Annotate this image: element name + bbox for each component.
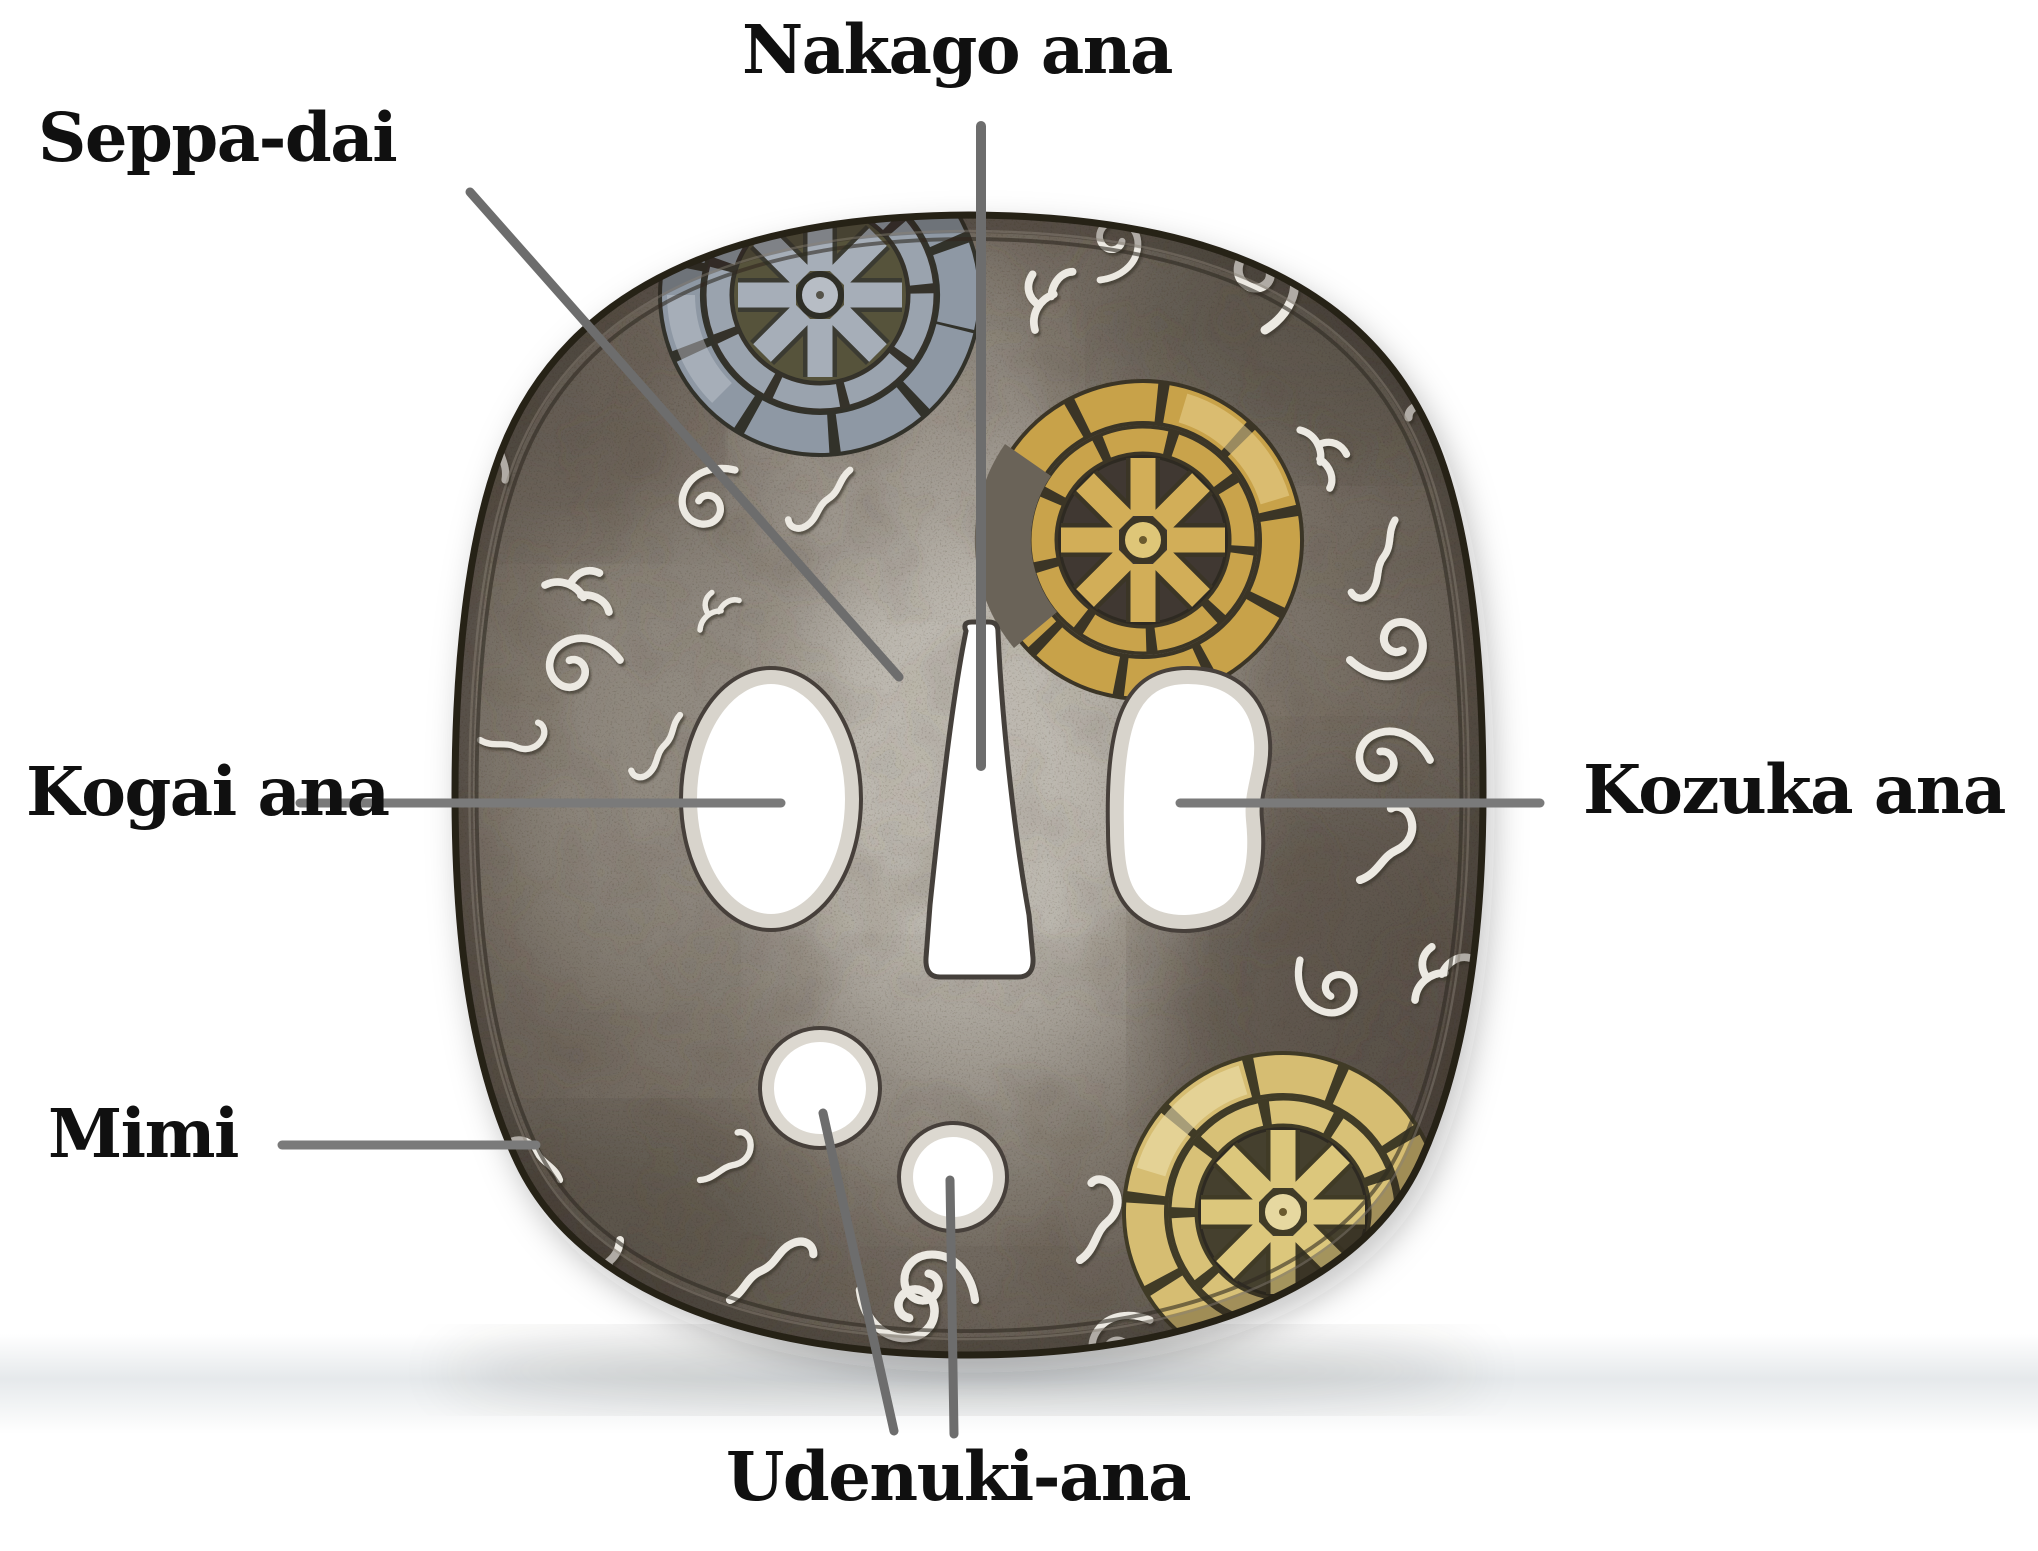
- label-kogai-ana: Kogai ana: [26, 752, 390, 831]
- nakago-ana-hole: [923, 619, 1036, 980]
- kozuka-ana-hole: [1105, 665, 1273, 933]
- label-seppa-dai: Seppa-dai: [38, 98, 398, 177]
- leader-seppa-dai-line: [465, 187, 904, 682]
- leader-udenuki-right-line: [945, 1175, 959, 1439]
- leader-udenuki-left-line: [818, 1108, 899, 1436]
- label-mimi: Mimi: [48, 1094, 239, 1173]
- ground-shadow: [442, 1332, 1482, 1408]
- tsuba-plate: [420, 127, 1531, 1376]
- label-udenuki-ana: Udenuki-ana: [726, 1437, 1192, 1516]
- label-nakago-ana: Nakago ana: [742, 10, 1173, 89]
- label-kozuka-ana: Kozuka ana: [1583, 750, 2006, 829]
- gold-wheel-top-motif: [974, 379, 1304, 701]
- udenuki-ana-hole-left: [758, 1026, 882, 1150]
- leader-lines: [277, 121, 1545, 1439]
